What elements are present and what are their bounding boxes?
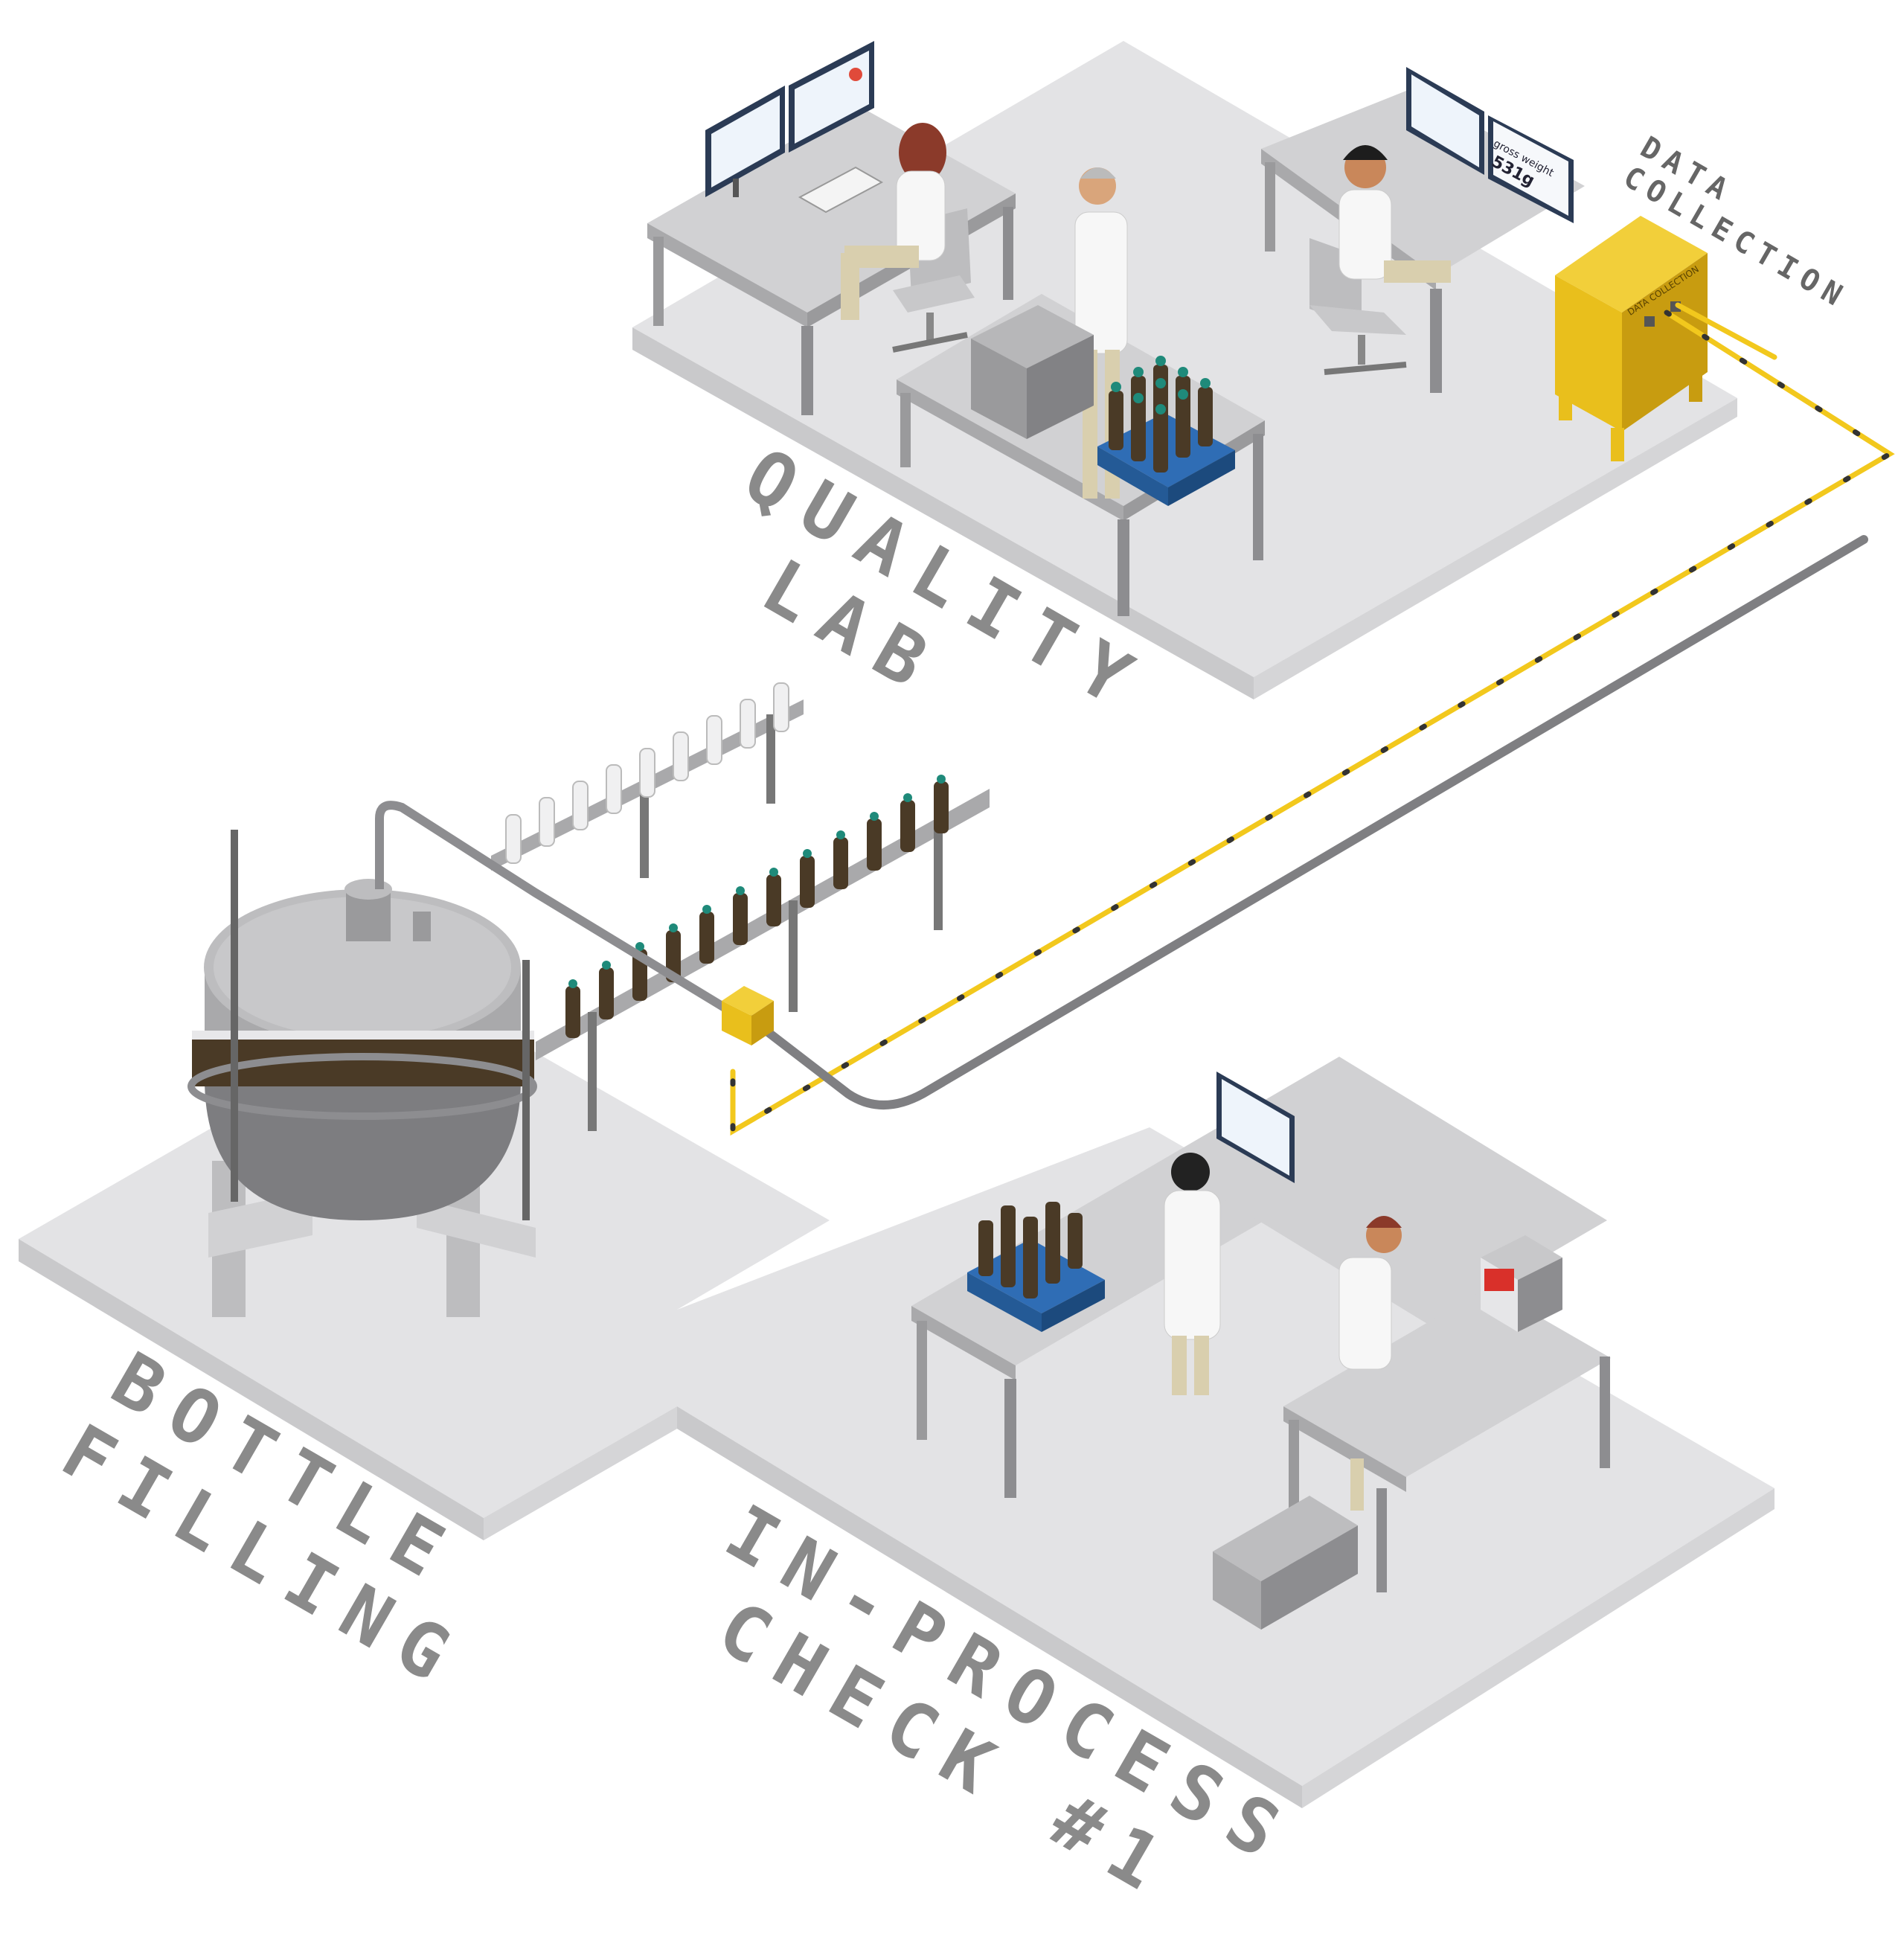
bottle-crate bbox=[1097, 356, 1235, 506]
conveyor-filled-bottles bbox=[536, 775, 990, 1131]
technician-right bbox=[1338, 145, 1451, 283]
monitor-table-icon bbox=[1406, 67, 1484, 175]
technician-left bbox=[841, 123, 946, 320]
production-diagram bbox=[19, 41, 1895, 1808]
process-pipe bbox=[747, 535, 1868, 1109]
data-collection-cabinet bbox=[1555, 216, 1708, 461]
monitor-chart-icon bbox=[1216, 1072, 1295, 1183]
scrap-bin bbox=[1213, 1496, 1358, 1630]
sensor-box bbox=[722, 986, 774, 1045]
lab-analyzer bbox=[971, 305, 1094, 439]
monitor-chart-icon bbox=[789, 41, 874, 153]
test-instrument bbox=[1481, 1235, 1562, 1332]
technician-check-right bbox=[1338, 1216, 1402, 1511]
conveyor-empty-bottles bbox=[491, 682, 804, 878]
data-cable bbox=[730, 302, 1895, 1136]
keyboard-icon bbox=[798, 166, 884, 214]
monitor-chart-icon bbox=[705, 86, 785, 197]
monitor-weight-display bbox=[1488, 115, 1574, 223]
filling-tank bbox=[187, 801, 747, 1317]
bottle-crate bbox=[967, 1202, 1105, 1332]
technician-check-left bbox=[1164, 1153, 1221, 1395]
